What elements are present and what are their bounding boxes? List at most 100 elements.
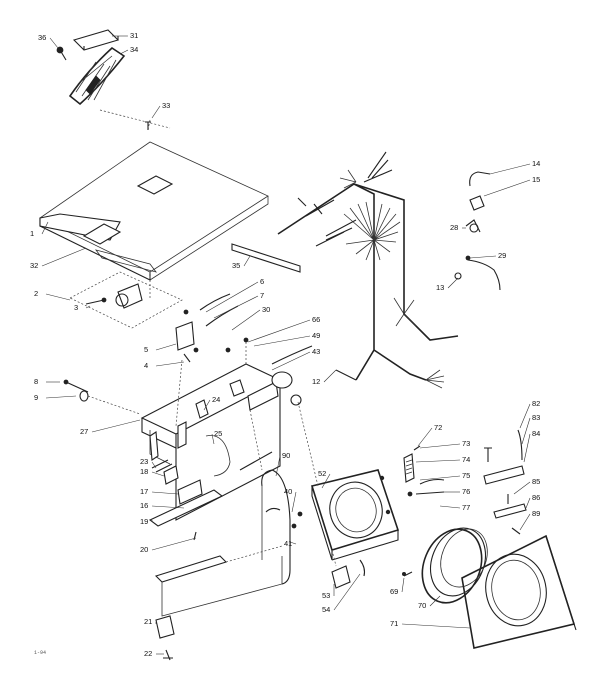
leader-line-70 [429, 595, 441, 607]
wire-harness [277, 151, 459, 389]
part-label-24: 24 [212, 395, 220, 404]
leader-line-35 [243, 255, 251, 267]
part-label-71: 71 [390, 619, 398, 628]
leader-line-5 [155, 343, 177, 351]
leader-line-41 [289, 541, 297, 545]
part-label-14: 14 [532, 159, 540, 168]
leader-line-23 [151, 461, 157, 469]
part-label-25: 25 [214, 429, 222, 438]
leader-line-9 [45, 395, 77, 399]
part-label-33: 33 [162, 101, 170, 110]
part-label-27: 27 [80, 427, 88, 436]
leader-line-49 [253, 335, 311, 347]
part-label-1: 1 [30, 229, 34, 238]
door-latch-parts [403, 445, 445, 497]
leader-line-6 [205, 281, 259, 313]
console-housing [140, 363, 282, 521]
screw-8 [63, 379, 89, 393]
door-trim-parts [483, 429, 527, 535]
part-label-17: 17 [140, 487, 148, 496]
side-panel [261, 469, 291, 585]
part-label-84: 84 [532, 429, 540, 438]
part-label-31: 31 [130, 31, 138, 40]
door-switch-assembly [225, 337, 313, 411]
leader-line-20 [151, 537, 197, 551]
leader-line-32 [41, 247, 87, 267]
leader-line-18 [151, 471, 165, 477]
part-label-86: 86 [532, 493, 540, 502]
leader-line-71 [401, 623, 471, 629]
part-label-77: 77 [462, 503, 470, 512]
part-label-83: 83 [532, 413, 540, 422]
part-label-69: 69 [390, 587, 398, 596]
part-label-53: 53 [322, 591, 330, 600]
part-label-23: 23 [140, 457, 148, 466]
part-label-36: 36 [38, 33, 46, 42]
screw-33 [145, 121, 151, 130]
part-label-29: 29 [498, 251, 506, 260]
part-label-2: 2 [34, 289, 38, 298]
part-label-6: 6 [260, 277, 264, 286]
leader-line-54 [333, 573, 361, 611]
part-label-43: 43 [312, 347, 320, 356]
part-label-21: 21 [144, 617, 152, 626]
leader-line-7 [213, 295, 259, 319]
part-label-12: 12 [312, 377, 320, 386]
part-label-7: 7 [260, 291, 264, 300]
part-label-20: 20 [140, 545, 148, 554]
part-label-75: 75 [462, 471, 470, 480]
leader-line-72 [417, 427, 433, 447]
leader-line-74 [415, 459, 461, 463]
door-panel [461, 534, 577, 649]
leader-line-75 [419, 475, 461, 481]
part-label-85: 85 [532, 477, 540, 486]
part-label-15: 15 [532, 175, 540, 184]
leader-line-66 [247, 319, 311, 343]
leader-line-82 [519, 403, 531, 429]
part-label-41: 41 [284, 539, 292, 548]
part-label-13: 13 [436, 283, 444, 292]
part-label-54: 54 [322, 605, 330, 614]
leader-line-40 [291, 491, 297, 513]
part-label-4: 4 [144, 361, 148, 370]
part-label-5: 5 [144, 345, 148, 354]
leader-line-13 [447, 277, 459, 289]
part-label-16: 16 [140, 501, 148, 510]
leader-line-4 [155, 361, 185, 367]
part-label-49: 49 [312, 331, 320, 340]
leader-line-24 [203, 399, 211, 411]
leader-line-85 [513, 481, 531, 495]
top-panel [39, 141, 269, 281]
leader-line-17 [151, 491, 179, 495]
part-label-90: 90 [282, 451, 290, 460]
screw-36 [56, 46, 67, 61]
leader-line-29 [469, 255, 497, 259]
leader-line-14 [489, 163, 531, 175]
selector-switch [175, 293, 239, 363]
leader-line-73 [419, 443, 461, 449]
leader-line-77 [439, 505, 461, 509]
part-label-34: 34 [130, 45, 138, 54]
part-label-35: 35 [232, 261, 240, 270]
leader-line-34 [119, 49, 129, 55]
front-panel [291, 469, 400, 561]
part-label-32: 32 [30, 261, 38, 270]
leader-line-33 [151, 105, 161, 119]
part-label-8: 8 [34, 377, 38, 386]
part-label-9: 9 [34, 393, 38, 402]
latch-53 [331, 559, 366, 589]
part-label-74: 74 [462, 455, 470, 464]
leader-line-83 [521, 417, 531, 445]
leader-line-30 [231, 309, 261, 331]
leader-line-12 [323, 369, 337, 383]
part-label-40: 40 [284, 487, 292, 496]
leader-line-2 [45, 293, 71, 301]
grommet-9 [79, 390, 141, 415]
lower-trim [154, 545, 283, 661]
leader-line-84 [523, 433, 531, 463]
leader-line-89 [519, 513, 531, 531]
leader-line-52 [321, 473, 331, 489]
part-label-66: 66 [312, 315, 320, 324]
